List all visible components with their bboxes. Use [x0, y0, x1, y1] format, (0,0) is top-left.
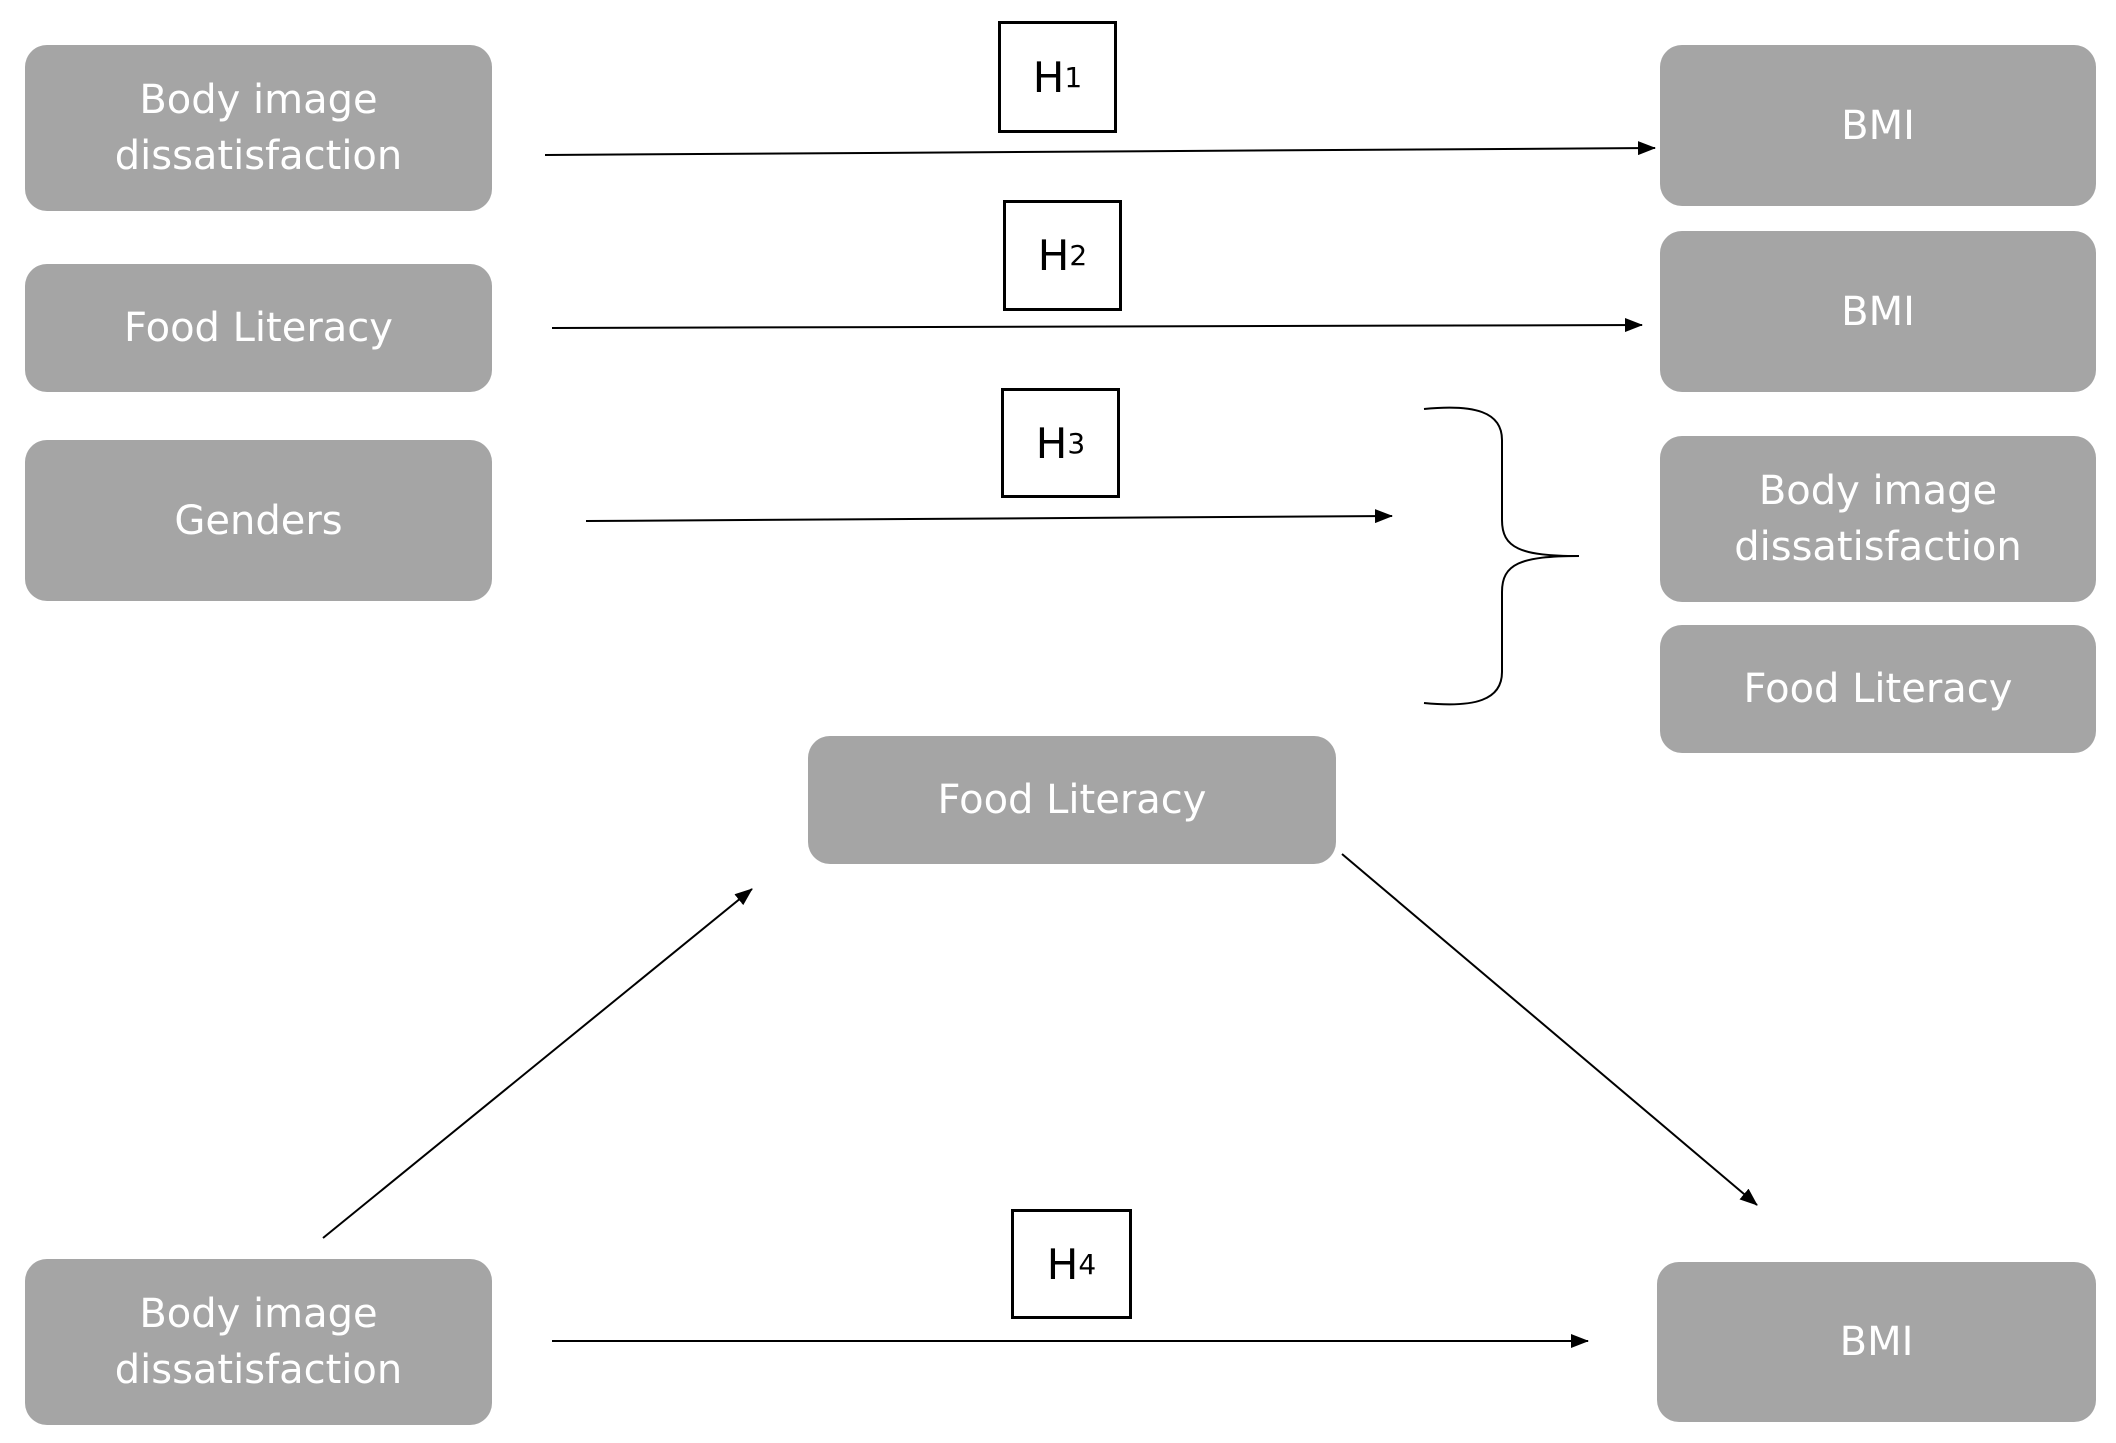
arrow-h1 [544, 141, 1656, 156]
node-genders-h3: Genders [25, 440, 492, 601]
hypothesis-letter: H [1046, 1239, 1079, 1289]
hypothesis-subscript: 1 [1064, 60, 1083, 94]
hypothesis-letter: H [1032, 52, 1065, 102]
hypothesis-subscript: 4 [1078, 1247, 1097, 1281]
node-food-literacy-h3: Food Literacy [1660, 625, 2096, 753]
node-body-image-dissatisfaction-h4: Body image dissatisfaction [25, 1259, 492, 1425]
curly-brace [1423, 406, 1580, 706]
node-food-literacy-h2: Food Literacy [25, 264, 492, 392]
hypothesis-subscript: 2 [1069, 239, 1088, 272]
hypothesis-letter: H [1035, 418, 1068, 468]
arrow-h2 [551, 318, 1643, 333]
node-bmi-h4: BMI [1657, 1262, 2096, 1422]
node-bmi-h2: BMI [1660, 231, 2096, 392]
arrow-to-mediator [322, 888, 753, 1239]
arrow-h3 [585, 509, 1393, 524]
hypothesis-subscript: 3 [1067, 426, 1086, 460]
node-food-literacy-mediator: Food Literacy [808, 736, 1336, 864]
node-body-image-dissatisfaction-h3: Body image dissatisfaction [1660, 436, 2096, 602]
hypothesis-letter: H [1037, 231, 1070, 280]
arrow-from-mediator [1341, 853, 1758, 1206]
node-body-image-dissatisfaction-h1: Body image dissatisfaction [25, 45, 492, 211]
node-bmi-h1: BMI [1660, 45, 2096, 206]
